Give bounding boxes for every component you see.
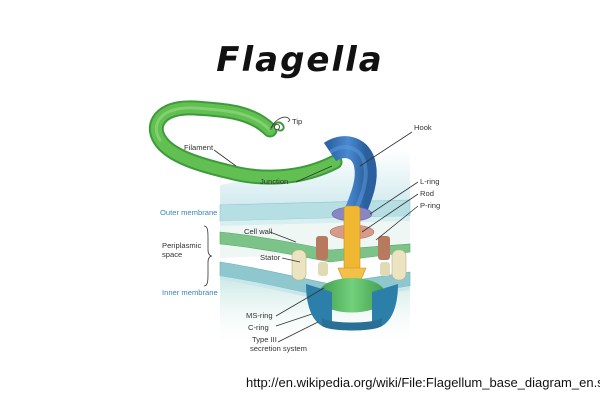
- filament-tip: [269, 121, 285, 132]
- label-periplasmic-2: space: [162, 250, 182, 259]
- c-ring-right: [372, 284, 398, 326]
- label-hook: Hook: [414, 123, 432, 132]
- stator-right: [391, 249, 407, 281]
- rod: [343, 205, 361, 271]
- label-filament: Filament: [184, 143, 214, 152]
- label-ms-ring: MS-ring: [246, 311, 273, 320]
- label-inner-membrane: Inner membrane: [162, 288, 218, 297]
- label-rod: Rod: [420, 189, 434, 198]
- source-url: http://en.wikipedia.org/wiki/File:Flagel…: [246, 375, 600, 390]
- label-c-ring: C-ring: [248, 323, 269, 332]
- ms-ring: [318, 278, 386, 313]
- label-stator: Stator: [260, 253, 281, 262]
- label-outer-membrane: Outer membrane: [160, 208, 217, 217]
- label-type3-1: Type III: [252, 335, 277, 344]
- cell-wall: [219, 231, 411, 263]
- stator-left: [291, 249, 307, 281]
- label-junction: Junction: [260, 177, 288, 186]
- label-p-ring: P-ring: [420, 201, 440, 210]
- label-l-ring: L-ring: [420, 177, 439, 186]
- slide-title: Flagella: [216, 40, 384, 80]
- label-tip: Tip: [292, 117, 302, 126]
- label-type3-2: secretion system: [250, 344, 307, 353]
- label-cell-wall: Cell wall: [244, 227, 273, 236]
- label-periplasmic-1: Periplasmic: [162, 241, 201, 250]
